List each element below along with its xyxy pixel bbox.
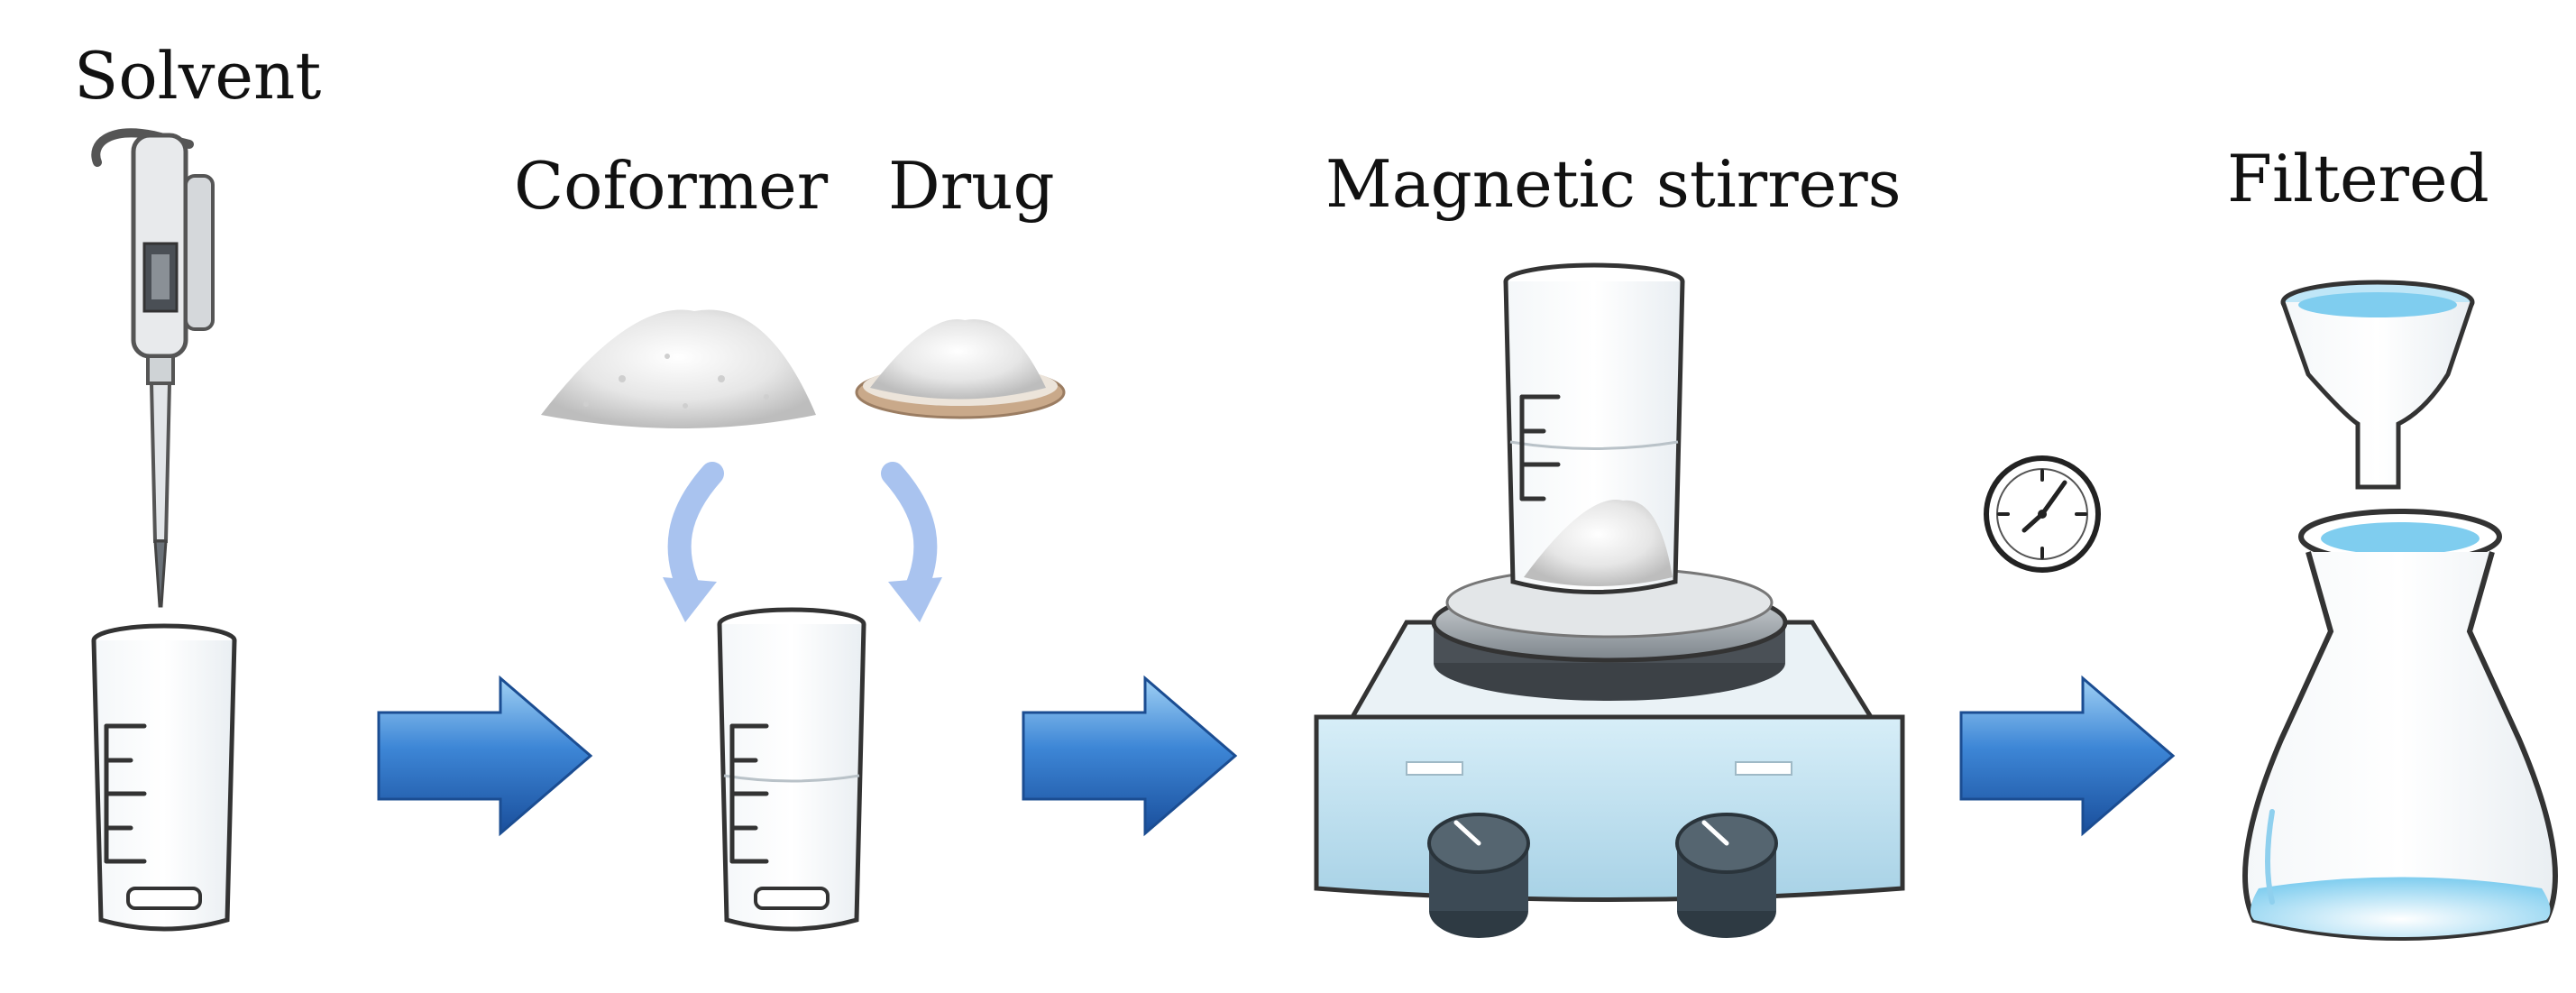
curved-arrow-icon <box>881 462 942 622</box>
label-solvent: Solvent <box>74 38 322 114</box>
magnetic-stirrer-icon <box>1314 262 1905 938</box>
label-coformer: Coformer <box>514 148 829 224</box>
beaker-icon <box>91 623 237 932</box>
powder-pile-icon <box>541 309 816 428</box>
label-magnetic-stirrers: Magnetic stirrers <box>1325 146 1902 222</box>
beaker-icon <box>1503 262 1685 594</box>
erlenmeyer-flask-icon <box>2242 509 2558 941</box>
knob-left <box>1427 813 1530 938</box>
filter-funnel-icon <box>2280 280 2475 490</box>
clock-icon <box>1984 455 2101 573</box>
beaker-icon <box>717 607 866 932</box>
knob-right <box>1675 813 1778 938</box>
right-arrow-icon <box>377 675 593 837</box>
pipette-icon <box>91 128 215 608</box>
right-arrow-icon <box>1022 675 1238 837</box>
petri-dish-powder-icon <box>855 318 1066 419</box>
curved-arrow-icon <box>663 462 724 622</box>
label-filtered: Filtered <box>2227 141 2489 216</box>
right-arrow-icon <box>1959 675 2176 837</box>
label-drug: Drug <box>888 148 1055 224</box>
